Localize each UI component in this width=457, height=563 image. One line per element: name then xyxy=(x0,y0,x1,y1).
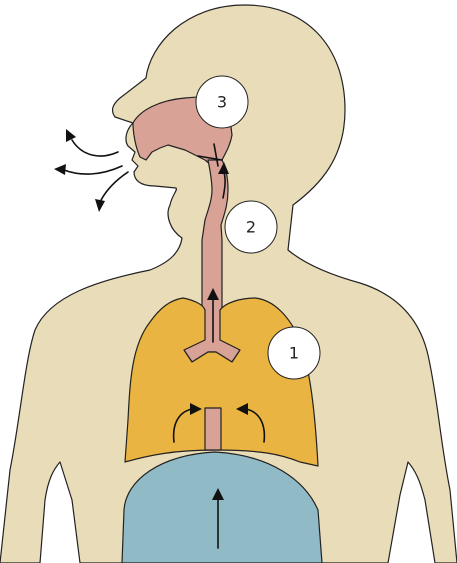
marker-2: 2 xyxy=(225,201,277,253)
marker-1-label: 1 xyxy=(289,344,299,363)
exhale-arrow-top-head xyxy=(66,129,76,142)
exhale-arrow-middle-head xyxy=(54,164,66,175)
marker-3-label: 3 xyxy=(217,93,227,112)
exhale-arrow-top-line xyxy=(72,140,118,156)
marker-1: 1 xyxy=(268,327,320,379)
lower-trachea-stub xyxy=(205,408,221,450)
exhale-arrow-bottom-head xyxy=(95,199,105,212)
exhale-arrow-bottom-line xyxy=(100,172,128,202)
marker-3: 3 xyxy=(196,76,248,128)
exhale-arrow-middle-line xyxy=(64,166,122,174)
marker-2-label: 2 xyxy=(246,218,256,237)
